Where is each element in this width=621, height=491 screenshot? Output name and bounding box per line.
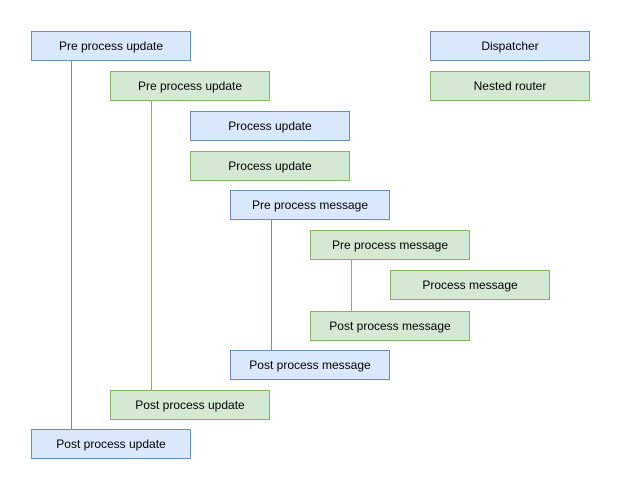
diagram-node-process-message: Process message: [390, 270, 550, 300]
diagram-node-pre-process-message: Pre process message: [230, 190, 390, 220]
diagram-node-pre-process-message: Pre process message: [310, 230, 470, 260]
diagram-node-pre-process-update: Pre process update: [110, 71, 270, 101]
diagram-node-post-process-update: Post process update: [110, 390, 270, 420]
diagram-node-post-process-update: Post process update: [31, 429, 191, 459]
diagram-node-process-update: Process update: [190, 151, 350, 181]
connector-line-router-3: [351, 260, 352, 311]
connector-line-dispatcher-0: [71, 61, 72, 429]
legend-item-nested-router: Nested router: [430, 71, 590, 101]
connector-line-router-1: [151, 101, 152, 390]
diagram-node-post-process-message: Post process message: [310, 311, 470, 341]
diagram-node-post-process-message: Post process message: [230, 350, 390, 380]
connector-line-dispatcher-2: [271, 220, 272, 350]
diagram-node-pre-process-update: Pre process update: [31, 31, 191, 61]
legend-item-dispatcher: Dispatcher: [430, 31, 590, 61]
diagram-node-process-update: Process update: [190, 111, 350, 141]
